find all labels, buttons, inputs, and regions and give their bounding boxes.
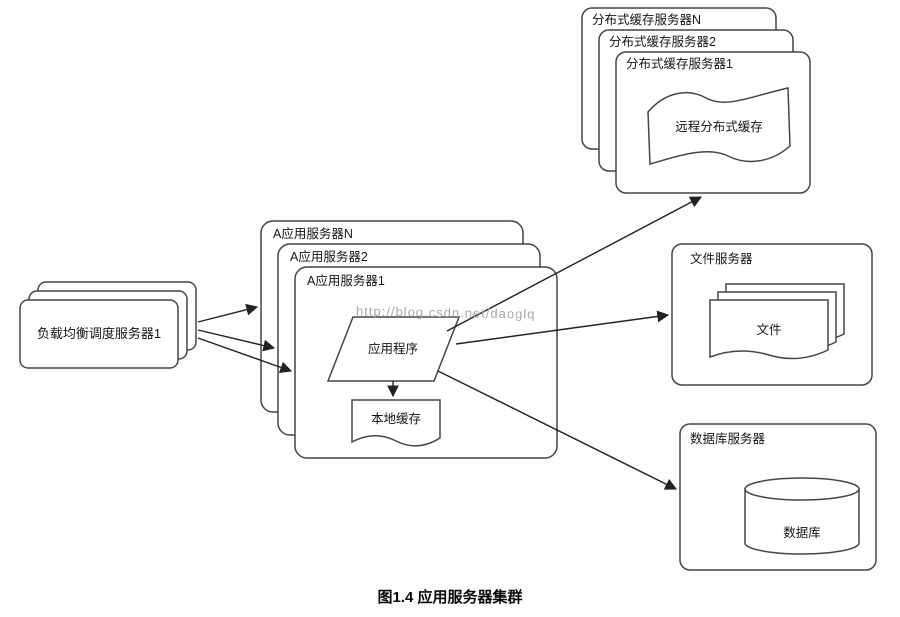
app-internals: [326, 316, 461, 447]
figure-caption: 图1.4 应用服务器集群: [377, 589, 523, 606]
arrow-lb-to-app-1: [197, 337, 293, 374]
arrow-lb-to-app-2: [197, 329, 276, 352]
arrow-program-to-db: [437, 370, 678, 490]
db-server-group: [679, 423, 877, 571]
load-balancer-stack: [19, 281, 197, 369]
file-document-front: [709, 299, 829, 360]
cache-server-2-label: 分布式缓存服务器2: [609, 35, 716, 49]
arrows: [197, 196, 703, 490]
file-label: 文件: [756, 323, 782, 337]
application-program-label: 应用程序: [367, 342, 418, 356]
application-parallelogram: [326, 316, 461, 382]
app-server-n-label: A应用服务器N: [273, 227, 353, 241]
local-cache-shape: [351, 399, 441, 447]
app-server-1-label: A应用服务器1: [307, 274, 385, 288]
file-server-group: [671, 243, 873, 386]
local-cache-label: 本地缓存: [370, 412, 421, 426]
cache-server-1-label: 分布式缓存服务器1: [626, 57, 733, 71]
file-server-title: 文件服务器: [690, 252, 753, 266]
load-balancer-label: 负载均衡调度服务器1: [36, 326, 162, 342]
cache-server-n-label: 分布式缓存服务器N: [592, 13, 702, 27]
arrow-program-to-file: [455, 310, 670, 345]
cache-server-stack: [581, 7, 811, 194]
load-balancer-box-front: [19, 299, 179, 369]
app-server-2-label: A应用服务器2: [290, 250, 368, 264]
arrow-program-to-cache: [446, 196, 703, 332]
db-server-title: 数据库服务器: [690, 432, 766, 446]
watermark-text: http://blog.csdn.net/daoglq: [355, 303, 536, 322]
database-cylinder-body: [744, 488, 860, 555]
database-label: 数据库: [783, 526, 821, 540]
database-cylinder-top: [744, 477, 860, 501]
remote-cache-shape: [647, 87, 791, 165]
remote-cache-label: 远程分布式缓存: [675, 120, 763, 134]
arrow-lb-to-app-n: [197, 303, 259, 323]
